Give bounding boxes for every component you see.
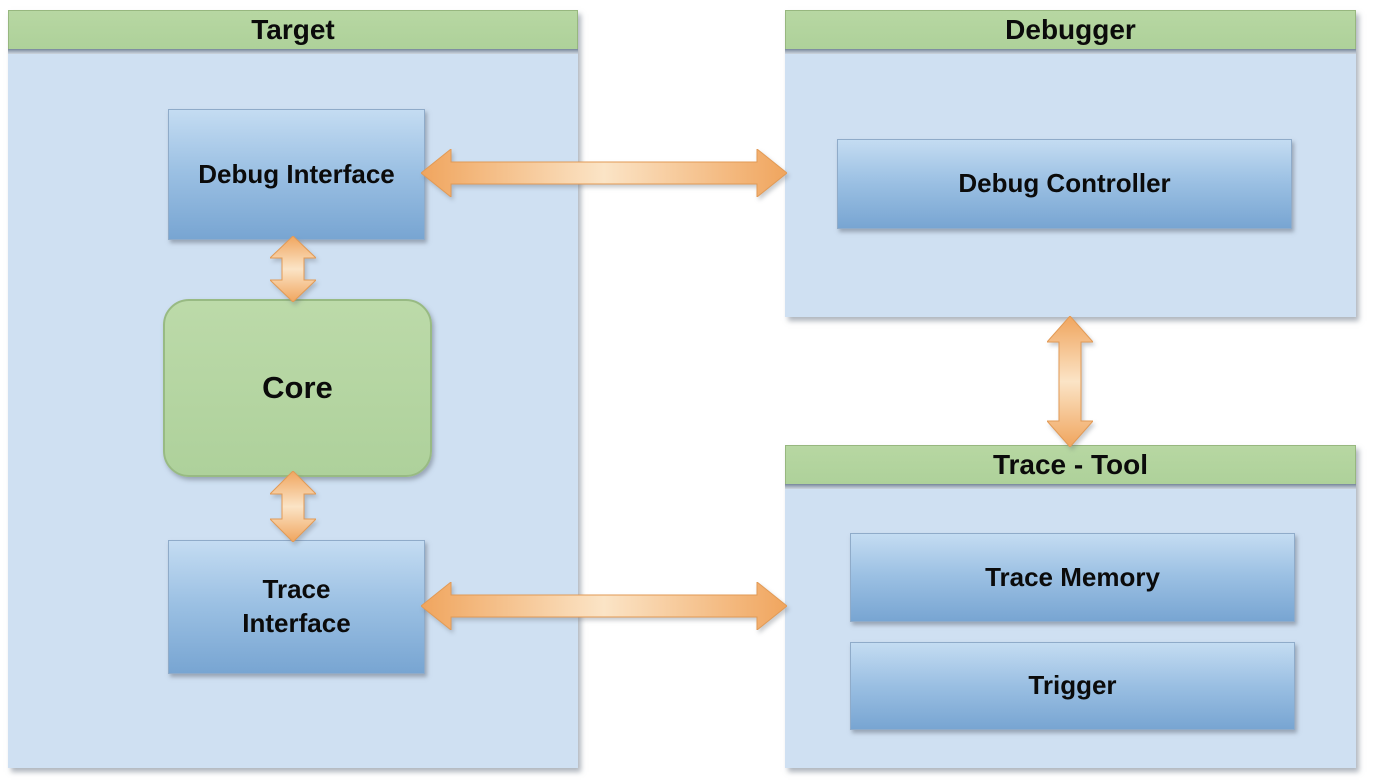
debugger-title: Debugger <box>1005 14 1136 45</box>
trace-interface-label-line2: Interface <box>242 608 351 638</box>
trigger-label: Trigger <box>1028 670 1117 701</box>
target-header-separator <box>8 49 578 54</box>
arrow-debugger-trace-tool <box>1045 315 1095 452</box>
debugger-header: Debugger <box>785 10 1356 49</box>
bidirectional-arrow-icon <box>268 470 318 543</box>
target-title: Target <box>251 14 335 45</box>
trace-tool-header: Trace - Tool <box>785 445 1356 484</box>
trigger-box: Trigger <box>850 642 1295 730</box>
trace-interface-box: Trace Interface <box>168 540 425 674</box>
trace-tool-header-separator <box>785 484 1356 489</box>
bidirectional-arrow-icon <box>268 235 318 303</box>
bidirectional-arrow-icon <box>1045 315 1095 448</box>
debug-controller-label: Debug Controller <box>958 168 1171 199</box>
debug-interface-label: Debug Interface <box>198 158 395 189</box>
debugger-header-separator <box>785 49 1356 54</box>
trace-interface-label-line1: Trace <box>262 574 331 605</box>
trace-memory-label: Trace Memory <box>985 561 1160 592</box>
bidirectional-arrow-icon <box>420 580 788 632</box>
arrow-trace-interface-trace-tool <box>420 580 788 635</box>
core-box: Core <box>163 299 432 477</box>
arrow-debug-interface-debug-controller <box>420 147 788 202</box>
debug-controller-box: Debug Controller <box>837 139 1292 229</box>
trace-memory-box: Trace Memory <box>850 533 1295 622</box>
target-header: Target <box>8 10 578 49</box>
debug-interface-box: Debug Interface <box>168 109 425 240</box>
core-label: Core <box>262 370 333 405</box>
bidirectional-arrow-icon <box>420 147 788 199</box>
arrow-core-trace-interface <box>268 470 318 547</box>
trace-tool-title: Trace - Tool <box>992 449 1149 480</box>
arrow-debug-interface-core <box>268 235 318 307</box>
